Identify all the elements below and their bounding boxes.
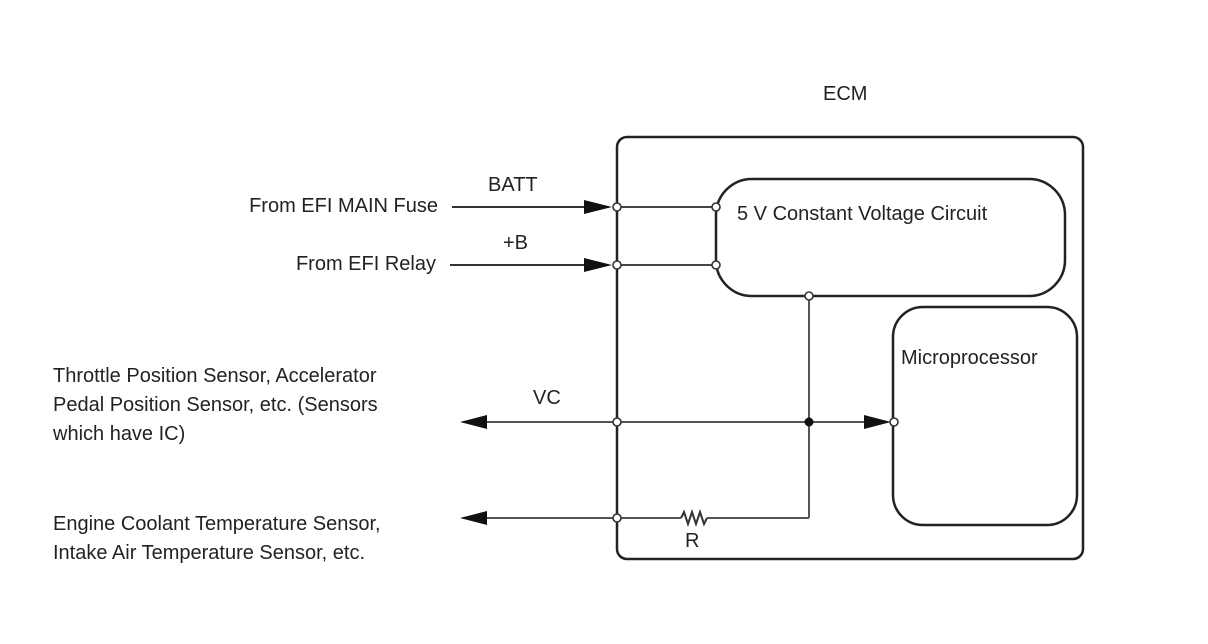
constant-voltage-label: 5 V Constant Voltage Circuit — [737, 203, 988, 225]
cv-in-batt — [711, 202, 721, 212]
resistor-icon — [680, 508, 708, 528]
junction-dot — [804, 417, 814, 427]
batt-terminal-label: BATT — [488, 174, 538, 196]
efi-relay-label: From EFI Relay — [295, 253, 436, 275]
plusb-terminal-label: +B — [503, 232, 529, 254]
plusb-arrow-icon — [584, 258, 612, 272]
ecm-box — [615, 135, 1085, 561]
batt-arrow-icon — [584, 200, 612, 214]
micro-in — [889, 417, 899, 427]
ecm-title: ECM — [823, 83, 868, 105]
resistor-label: R — [685, 530, 700, 552]
microprocessor-label: Microprocessor — [901, 347, 1038, 369]
temp-arrow-left-icon — [460, 511, 487, 525]
terminal-plusb — [612, 260, 622, 270]
temp-sensors-line-2: Intake Air Temperature Sensor, etc. — [53, 542, 366, 564]
terminal-vc — [612, 417, 622, 427]
microprocessor-block — [891, 305, 1079, 527]
ic-sensors-line-2: Pedal Position Sensor, etc. (Sensors — [53, 394, 378, 416]
temp-sensors-line-1: Engine Coolant Temperature Sensor, — [53, 513, 381, 535]
ic-sensors-line-1: Throttle Position Sensor, Accelerator — [53, 365, 377, 387]
terminal-temp — [612, 513, 622, 523]
vc-arrow-right-icon — [864, 415, 891, 429]
cv-in-plusb — [711, 260, 721, 270]
terminal-batt — [612, 202, 622, 212]
efi-main-fuse-label: From EFI MAIN Fuse — [249, 195, 438, 217]
ic-sensors-line-3: which have IC) — [53, 423, 186, 445]
constant-voltage-block — [714, 177, 1067, 298]
vc-terminal-label: VC — [533, 387, 561, 409]
vc-arrow-left-icon — [460, 415, 487, 429]
cv-out — [804, 291, 814, 301]
